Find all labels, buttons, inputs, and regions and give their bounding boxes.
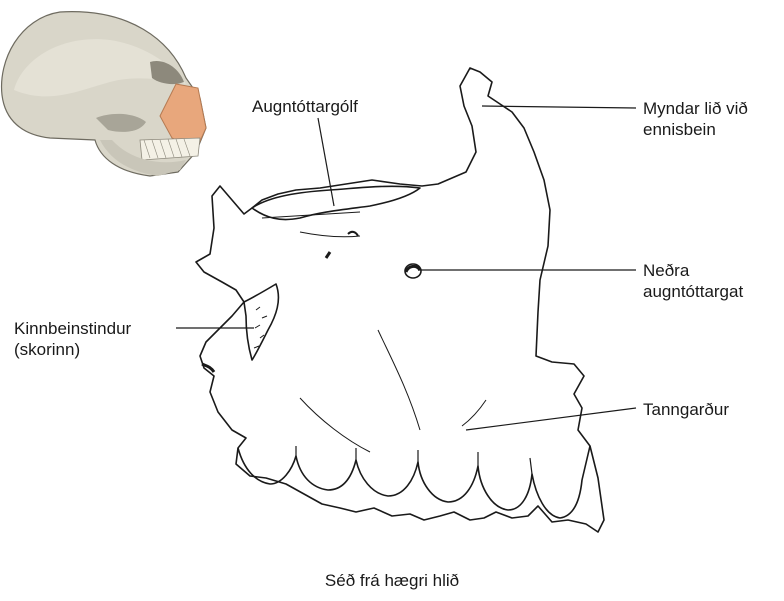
leader-lines [176, 105, 637, 431]
label-frontal-line2: ennisbein [643, 120, 716, 139]
skull-inset-icon [0, 11, 207, 177]
label-infraorbital-line2: augntóttargat [643, 282, 744, 301]
label-orbit-floor-text: Augntóttargólf [252, 97, 358, 116]
label-zygomatic-line1: Kinnbeinstindur [14, 319, 132, 338]
label-zygomatic-process: Kinnbeinstindur (skorinn) [14, 318, 131, 360]
figure-caption-text: Séð frá hægri hlið [324, 571, 460, 590]
label-alveolar-text: Tanngarður [643, 400, 730, 419]
label-alveolar-process: Tanngarður [643, 399, 729, 420]
maxilla-bone-icon [195, 67, 605, 533]
leader-alveolar [465, 407, 637, 431]
leader-orbit-floor [317, 117, 335, 207]
leader-frontal [481, 105, 637, 109]
label-frontal-process: Myndar lið við ennisbein [643, 98, 748, 140]
figure-caption: Séð frá hægri hlið [0, 570, 784, 591]
label-orbit-floor: Augntóttargólf [252, 96, 358, 117]
label-zygomatic-line2: (skorinn) [14, 340, 81, 359]
label-frontal-line1: Myndar lið við [643, 99, 748, 118]
label-infraorbital-foramen: Neðra augntóttargat [643, 260, 743, 302]
label-infraorbital-line1: Neðra [643, 261, 690, 280]
